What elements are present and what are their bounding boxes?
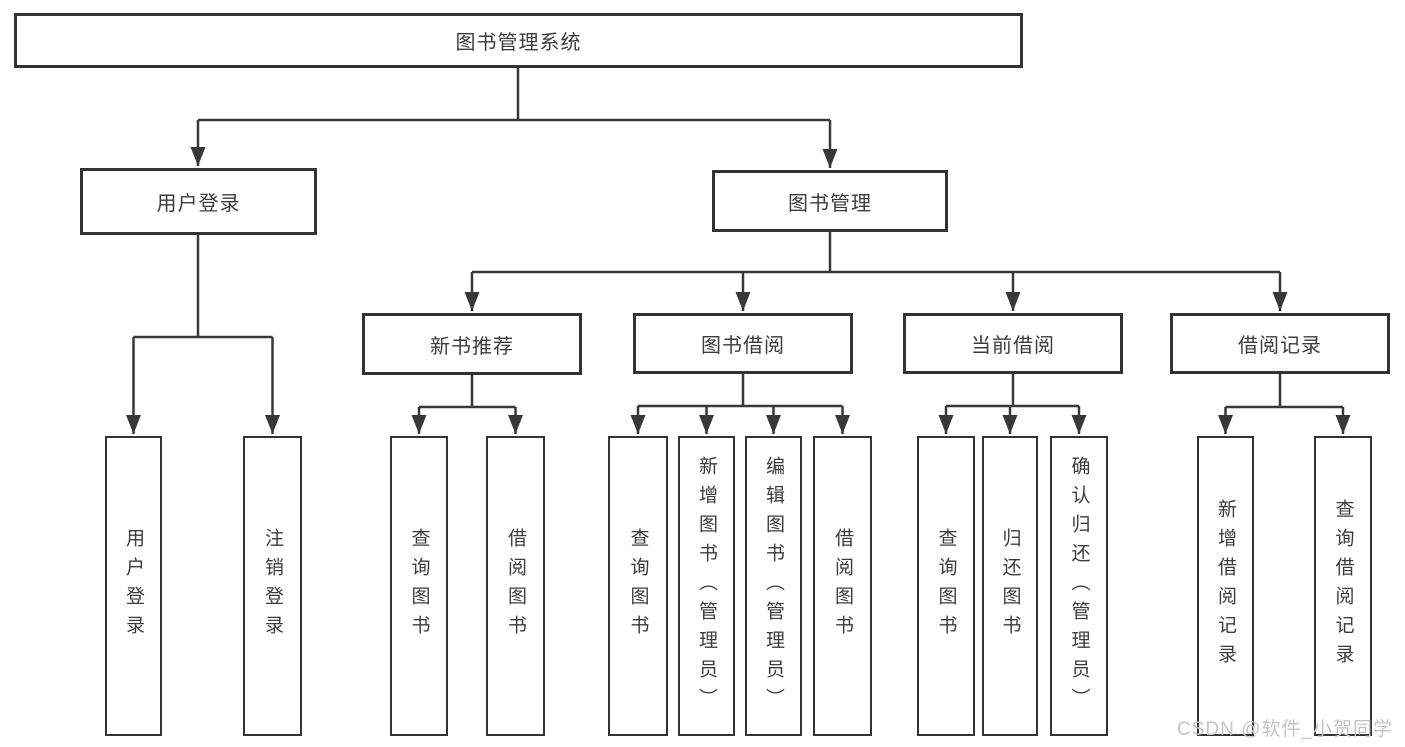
- node-current-borrow: 当前借阅: [903, 313, 1123, 374]
- leaf-current-return-book: 归还图书: [982, 436, 1038, 736]
- leaf-current-query-book: 查询图书: [917, 436, 975, 736]
- node-book-borrow: 图书借阅: [633, 313, 853, 374]
- leaf-record-query-borrow-record: 查询借阅记录: [1314, 436, 1372, 736]
- leaf-recommend-query-book: 查询图书: [390, 436, 448, 736]
- leaf-recommend-borrow-book: 借阅图书: [486, 436, 545, 736]
- leaf-current-confirm-return-admin: 确认归还（管理员）: [1050, 436, 1108, 736]
- node-book-management: 图书管理: [712, 170, 948, 232]
- leaf-user-login: 用户登录: [105, 436, 162, 736]
- leaf-borrow-add-book-admin: 新增图书（管理员）: [678, 436, 735, 736]
- leaf-logout: 注销登录: [243, 436, 302, 736]
- csdn-watermark: CSDN @软件_小贺同学: [1177, 719, 1393, 740]
- leaf-borrow-edit-book-admin: 编辑图书（管理员）: [745, 436, 802, 736]
- leaf-borrow-borrow-book: 借阅图书: [813, 436, 872, 736]
- node-user-login: 用户登录: [80, 168, 317, 235]
- node-borrow-record: 借阅记录: [1170, 313, 1390, 374]
- node-new-book-recommend: 新书推荐: [362, 313, 582, 375]
- node-library-management-system: 图书管理系统: [14, 13, 1023, 68]
- leaf-record-add-borrow-record: 新增借阅记录: [1197, 436, 1254, 736]
- leaf-borrow-query-book: 查询图书: [608, 436, 668, 736]
